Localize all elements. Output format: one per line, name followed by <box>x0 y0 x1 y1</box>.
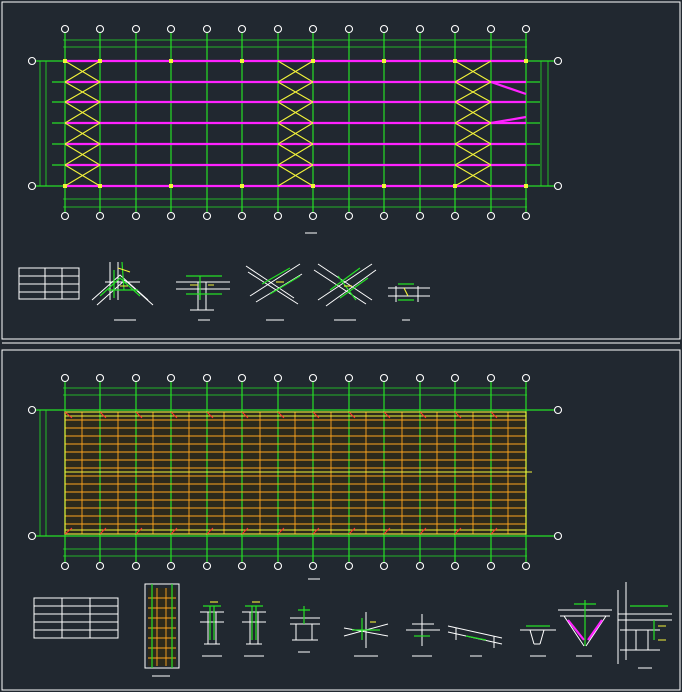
node-detail-4 <box>313 263 377 321</box>
schedule-table-bottom <box>33 597 119 639</box>
grid-bubbles-bottom <box>27 373 563 571</box>
section-6 <box>447 625 503 657</box>
section-7 <box>520 625 556 657</box>
dimension-lines-bottom <box>39 387 527 557</box>
panel-area <box>65 412 526 534</box>
sheet-roof-support-plan <box>1 1 681 344</box>
panel-outline <box>64 411 532 535</box>
section-1 <box>200 601 224 657</box>
dimension-lines-top <box>39 39 549 208</box>
section-2 <box>242 601 266 657</box>
panel-vertical-lines <box>81 412 509 534</box>
grid-bubbles-top <box>27 24 563 221</box>
panel-horizontal-lines <box>65 419 526 525</box>
node-detail-2 <box>176 275 230 321</box>
layout-strip <box>144 583 180 677</box>
node-detail-5 <box>388 283 430 321</box>
x-bracing <box>64 60 492 187</box>
edge-marks <box>64 411 498 535</box>
row-grid-lines-bottom <box>36 409 554 537</box>
section-9 <box>617 582 672 669</box>
sheet-roof-panel-layout <box>1 349 681 691</box>
schedule-table-top <box>18 267 80 300</box>
column-markers <box>63 59 528 188</box>
section-5 <box>406 614 440 657</box>
purlins <box>65 59 527 188</box>
node-detail-3 <box>245 263 303 321</box>
sheet-frame-bottom <box>1 349 681 691</box>
section-4 <box>343 612 389 657</box>
section-3 <box>290 606 320 653</box>
node-detail-1 <box>91 261 154 321</box>
sheet-frame-top <box>1 1 681 340</box>
section-8 <box>558 600 612 657</box>
